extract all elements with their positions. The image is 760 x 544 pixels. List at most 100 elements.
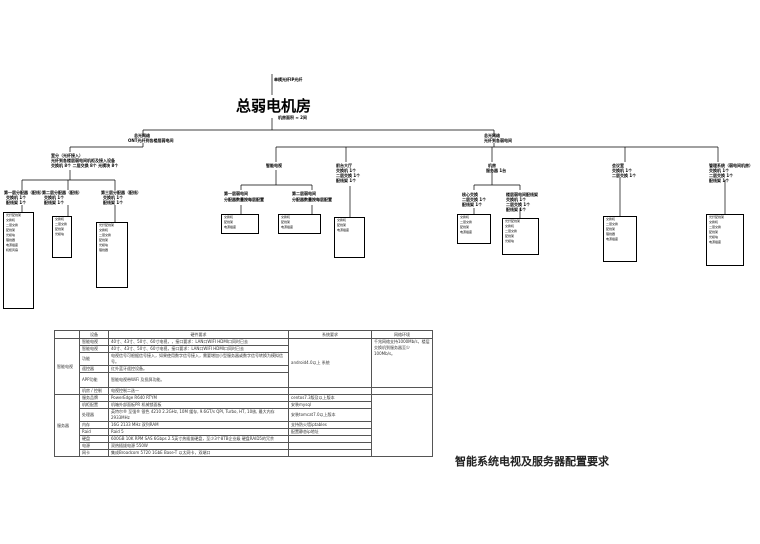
row-name: 网卡 bbox=[79, 449, 109, 457]
center-right-sub-1-line-2: 配线架 1个 bbox=[462, 202, 483, 207]
center-right-sub: 服务器 1台 bbox=[486, 168, 507, 173]
row-sys: 配置静态ip地址 bbox=[288, 428, 372, 436]
table-header: 网络环境 bbox=[371, 330, 433, 339]
cabinet-row: 电源插座 bbox=[460, 230, 473, 234]
center-right-sub-2-line-2: 二层交换 1个 bbox=[506, 202, 531, 207]
right2-line-2: 二层交换 1个 bbox=[709, 173, 734, 178]
left-sub-3-line-1: 交换机 1个 bbox=[103, 195, 124, 200]
cabinet-row: 二层交换 bbox=[606, 222, 619, 226]
row-name: 遥控器 bbox=[79, 365, 109, 373]
row-sys bbox=[288, 442, 372, 450]
row-sys: 支持防火墙iptables bbox=[288, 421, 372, 429]
cabinet-row: 交换机 bbox=[224, 215, 234, 219]
cabinet-row: 交换机 bbox=[99, 228, 109, 232]
row-net bbox=[371, 387, 433, 395]
row-name: 处理器 bbox=[79, 408, 109, 422]
center-right-sub-2-label: 楼层弱电间配线架 bbox=[506, 192, 538, 197]
cabinet-mid-single: 交换机 配线架 电源插座 bbox=[334, 217, 365, 258]
cabinet-row: 配线架 bbox=[606, 227, 616, 231]
row-hw: 40寸、43寸、50寸、60寸电视，接口要求：LAN口WIFI HDMI口同时已… bbox=[108, 345, 289, 353]
row-name: 智能电视 bbox=[79, 345, 109, 353]
main-room-subtitle: 机房面积 ≈ 2间 bbox=[278, 115, 307, 120]
cabinet-row: 电源插座 bbox=[281, 225, 294, 229]
group-label: 智能电视 bbox=[54, 338, 80, 395]
cabinet-row: 配线架 bbox=[6, 228, 16, 232]
left-branch-sub: ONT光纤到各楼层弱电间 bbox=[128, 138, 174, 143]
mid-group-label: 智能电视 bbox=[266, 163, 282, 168]
row-hw: 电视信号可根据信号接入，如果使用数字信号接入，需要增加小型服务器或数字信号转换为… bbox=[108, 352, 289, 366]
left-floor-sub2: 交换机 8个 二层交换 8个 光模块 8个 bbox=[51, 163, 119, 168]
cabinet-row: 光纤配线架 bbox=[99, 223, 115, 227]
left-sub-2-line-1: 交换机 1个 bbox=[44, 195, 65, 200]
cabinet-left-2: 交换机 二层交换 配线架 光模块 bbox=[52, 216, 72, 258]
cabinet-row: 光模块 bbox=[505, 239, 515, 243]
table-caption: 智能系统电视及服务器配置要求 bbox=[455, 455, 609, 468]
mid-sub-2-sub: 分配器数量按每层配置 bbox=[292, 197, 332, 202]
cabinet-row: 光纤配线架 bbox=[6, 213, 22, 217]
cabinet-row: 交换机 bbox=[55, 217, 65, 221]
row-name: 硬盘 bbox=[79, 435, 109, 443]
left-sub-1-label: 第一层分配器（配线） bbox=[4, 190, 44, 195]
cabinet-row: 配线架 bbox=[709, 230, 719, 234]
mid-single-label: 前台大厅 bbox=[336, 163, 352, 168]
mid-sub-1-label: 第一层弱电间 bbox=[224, 191, 248, 196]
mid-sub-2-label: 第二层弱电间 bbox=[292, 191, 316, 196]
cabinet-row: 电源插座 bbox=[606, 237, 619, 241]
right1-label: 会议室 bbox=[612, 163, 624, 168]
row-hw: 16G 2133 MHz 双列RAM bbox=[108, 421, 289, 429]
table-header: 设备 bbox=[79, 330, 109, 339]
table-header-row: 设备 硬件要求 系统要求 网络环境 bbox=[54, 330, 433, 339]
cabinet-row: 二层交换 bbox=[460, 220, 473, 224]
row-sys bbox=[288, 449, 372, 457]
left-sub-2-line-2: 配线架 1个 bbox=[44, 200, 65, 205]
row-name: APP功能 bbox=[79, 372, 109, 388]
left-floor-sub1: 光纤到各楼层弱电间机柜及接入设备 bbox=[51, 158, 115, 163]
table-header: 系统要求 bbox=[288, 330, 372, 339]
spec-table: 设备 硬件要求 系统要求 网络环境 智能电视 智能电视 40寸、43寸、50寸、… bbox=[54, 330, 433, 457]
main-room-title: 总弱电机房 bbox=[236, 97, 312, 115]
cabinet-center-1: 交换机 二层交换 配线架 电源插座 bbox=[457, 214, 491, 244]
cabinet-row: 交换机 bbox=[460, 215, 470, 219]
mid-single-line-3: 配线架 1个 bbox=[336, 178, 357, 183]
right2-line-3: 配线架 1个 bbox=[709, 178, 730, 183]
cabinet-row: 交换机 bbox=[337, 218, 347, 222]
mid-sub-1-sub: 分配器数量按每层配置 bbox=[224, 197, 264, 202]
row-sys: 安装mysql bbox=[288, 401, 372, 409]
cabinet-row: 二层交换 bbox=[55, 222, 68, 226]
cabinet-row: 二层交换 bbox=[99, 233, 112, 237]
left-sub-1-line-2: 配线架 1个 bbox=[6, 200, 27, 205]
cabinet-row: 电源插座 bbox=[337, 228, 350, 232]
row-hw: 40寸、43寸、50寸、60寸电视，，接口要求：LAN口WIFI HDMI口同时… bbox=[108, 338, 289, 346]
row-name: 内存 bbox=[79, 421, 109, 429]
row-sys bbox=[288, 387, 372, 395]
cabinet-row: 配线架 bbox=[55, 227, 65, 231]
cabinet-row: 电源插座 bbox=[224, 225, 237, 229]
cabinet-row: 配线架 bbox=[505, 234, 515, 238]
center-right-label: 机房 bbox=[488, 163, 496, 168]
left-floor-label: 室分（光纤接入） bbox=[51, 153, 83, 158]
row-sys bbox=[288, 435, 372, 443]
row-name: 功能 bbox=[79, 352, 109, 366]
row-name: 电源 bbox=[79, 442, 109, 450]
row-sys: 安装tomcat7.0以上版本 bbox=[288, 408, 372, 422]
left-sub-2-label: 第二层分配器（配线） bbox=[42, 190, 82, 195]
cabinet-left-3: 光纤配线架 交换机 二层交换 配线架 光模块 理线器 bbox=[96, 222, 128, 288]
row-hw: 集成Broadcom 5720 1GbE Base-T 以太网卡，双端口 bbox=[108, 449, 289, 457]
group1-sys: android4.0以上 系统 bbox=[288, 338, 372, 388]
cabinet-row: 交换机 bbox=[6, 218, 16, 222]
cabinet-row: 交换机 bbox=[505, 224, 515, 228]
left-sub-1-line-1: 交换机 1个 bbox=[6, 195, 27, 200]
cabinet-row: 配线架 bbox=[281, 220, 291, 224]
row-hw: 英特尔® 至强® 银色 4210 2.2GHz, 10M 缓存, 9.6GT/s… bbox=[108, 408, 289, 422]
top-fiber-label: 单模光纤IP光纤 bbox=[274, 77, 303, 82]
right2-label: 管理系统（弱电间机房） bbox=[709, 163, 753, 168]
cabinet-row: 交换机 bbox=[606, 217, 616, 221]
right-branch-sub: 光纤到各弱电间 bbox=[484, 138, 512, 143]
cabinet-left-1: 光纤配线架 交换机 二层交换 配线架 光模块 理线器 电源插座 机柜风扇 bbox=[3, 212, 34, 309]
right1-line-1: 交换机 1个 bbox=[612, 168, 633, 173]
cabinet-row: 二层交换 bbox=[505, 229, 518, 233]
center-right-sub-2-line-3: 配线架 1个 bbox=[506, 207, 527, 212]
row-hw: 双热插拔电源 550W bbox=[108, 442, 289, 450]
table-header-blank bbox=[54, 330, 80, 339]
